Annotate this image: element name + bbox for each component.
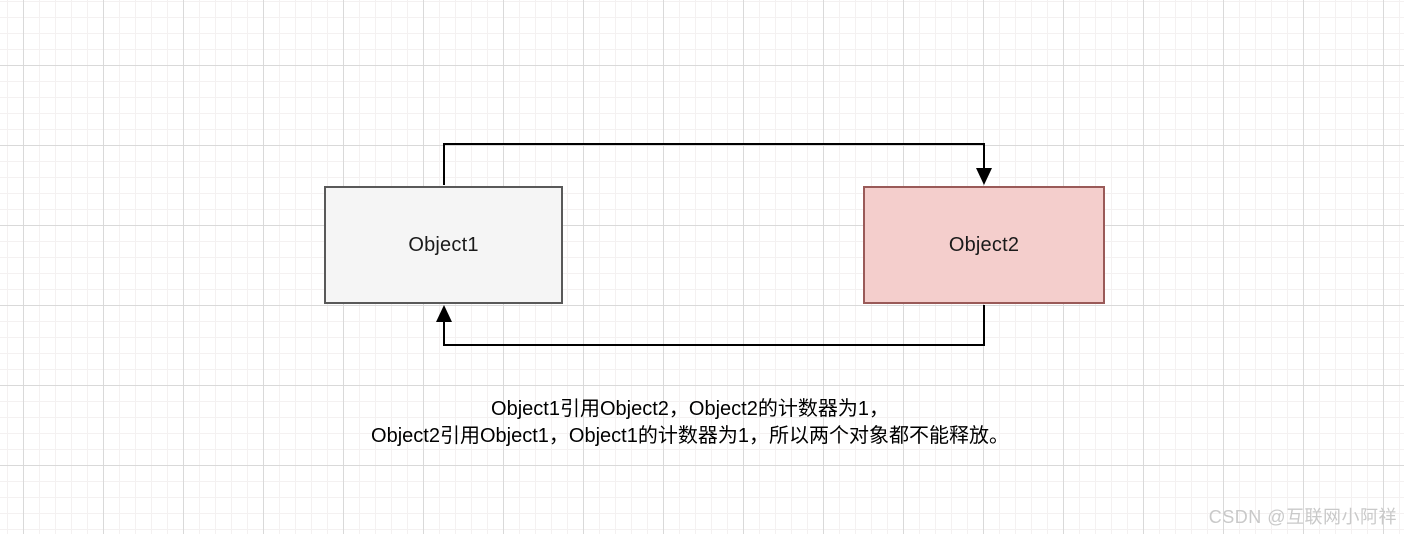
csdn-watermark: CSDN @互联网小阿祥 bbox=[1208, 507, 1397, 527]
node-object1-label: Object1 bbox=[408, 233, 479, 256]
node-object2: Object2 bbox=[863, 186, 1105, 304]
arrow-object2-to-object1 bbox=[443, 305, 985, 346]
arrowhead-up-icon bbox=[436, 305, 452, 322]
caption-line-2: Object2引用Object1，Object1的计数器为1，所以两个对象都不能… bbox=[371, 425, 1009, 447]
node-object1: Object1 bbox=[324, 186, 563, 304]
diagram-caption: Object1引用Object2，Object2的计数器为1， Object2引… bbox=[371, 396, 1009, 450]
caption-line-1: Object1引用Object2，Object2的计数器为1， bbox=[491, 398, 889, 420]
arrowhead-down-icon bbox=[976, 168, 992, 185]
arrow-object1-to-object2 bbox=[443, 143, 985, 185]
node-object2-label: Object2 bbox=[948, 233, 1020, 256]
